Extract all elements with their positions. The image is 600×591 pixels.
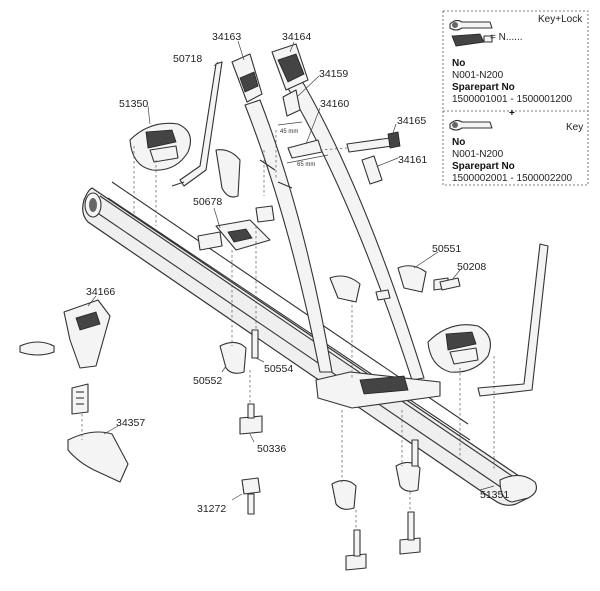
spring-pin-34161 xyxy=(361,155,383,185)
arm-base-plate xyxy=(315,371,441,409)
dimension-65mm: 65 mm xyxy=(297,162,315,168)
key-lock-spare-range: 1500001001 - 1500001200 xyxy=(452,94,573,105)
alignment-lines xyxy=(81,130,495,470)
key-icon xyxy=(449,119,493,131)
pin-34159: 45 mm xyxy=(277,89,303,135)
label-34159: 34159 xyxy=(319,68,348,80)
arm-top-34164 xyxy=(271,43,309,91)
bent-arm-50718 xyxy=(171,61,223,187)
screw-50208 xyxy=(375,277,461,301)
pin-34160: 65 mm xyxy=(286,139,329,168)
key-lock-icon xyxy=(449,19,493,47)
t-bolt-assembly-right xyxy=(331,410,421,571)
label-34160: 34160 xyxy=(320,98,349,110)
label-50678: 50678 xyxy=(193,196,222,208)
key-lock-spare-heading: Sparepart No xyxy=(452,82,515,93)
label-50718: 50718 xyxy=(173,53,202,65)
part-labels: 34163 34164 50718 34159 34160 51350 3416… xyxy=(86,31,509,515)
lock-bracket-34166 xyxy=(19,299,111,369)
label-50551: 50551 xyxy=(432,243,461,255)
key-lock-info-panel: Key+Lock = N...... No N001-N200 Sparepar… xyxy=(442,10,589,186)
key-lock-no-heading: No xyxy=(452,58,465,69)
label-50554: 50554 xyxy=(264,363,293,375)
label-34163: 34163 xyxy=(212,31,241,43)
label-51350: 51350 xyxy=(119,98,148,110)
key-31272 xyxy=(241,477,261,515)
label-34166: 34166 xyxy=(86,286,115,298)
label-34165: 34165 xyxy=(397,115,426,127)
clamp-50678 xyxy=(197,149,275,251)
label-34164: 34164 xyxy=(282,31,311,43)
frame-holder-arm xyxy=(244,73,425,381)
lock-piece-34357 xyxy=(67,383,129,483)
key-title: Key xyxy=(566,122,583,133)
label-51351: 51351 xyxy=(480,489,509,501)
label-31272: 31272 xyxy=(197,503,226,515)
key-lock-no-range: N001-N200 xyxy=(452,70,504,81)
label-50336: 50336 xyxy=(257,443,286,455)
key-no-heading: No xyxy=(452,137,465,148)
wheel-holder-51351 xyxy=(427,243,549,397)
wheel-holder-51350 xyxy=(129,122,191,171)
key-no-range: N001-N200 xyxy=(452,149,504,160)
dimension-45mm: 45 mm xyxy=(280,129,298,135)
label-34161: 34161 xyxy=(398,154,427,166)
key-lock-title: Key+Lock xyxy=(538,14,583,25)
label-50552: 50552 xyxy=(193,375,222,387)
bolt-34165 xyxy=(319,131,401,153)
panel-plus: + xyxy=(509,108,515,119)
label-leaders xyxy=(87,40,495,501)
key-spare-range: 1500002001 - 1500002200 xyxy=(452,173,573,184)
label-34357: 34357 xyxy=(116,417,145,429)
key-lock-equals: = N...... xyxy=(490,32,523,43)
arm-top-34163 xyxy=(231,53,263,103)
t-bolt-assembly-left xyxy=(219,226,263,435)
main-rail xyxy=(82,181,537,506)
label-50208: 50208 xyxy=(457,261,486,273)
key-spare-heading: Sparepart No xyxy=(452,161,515,172)
